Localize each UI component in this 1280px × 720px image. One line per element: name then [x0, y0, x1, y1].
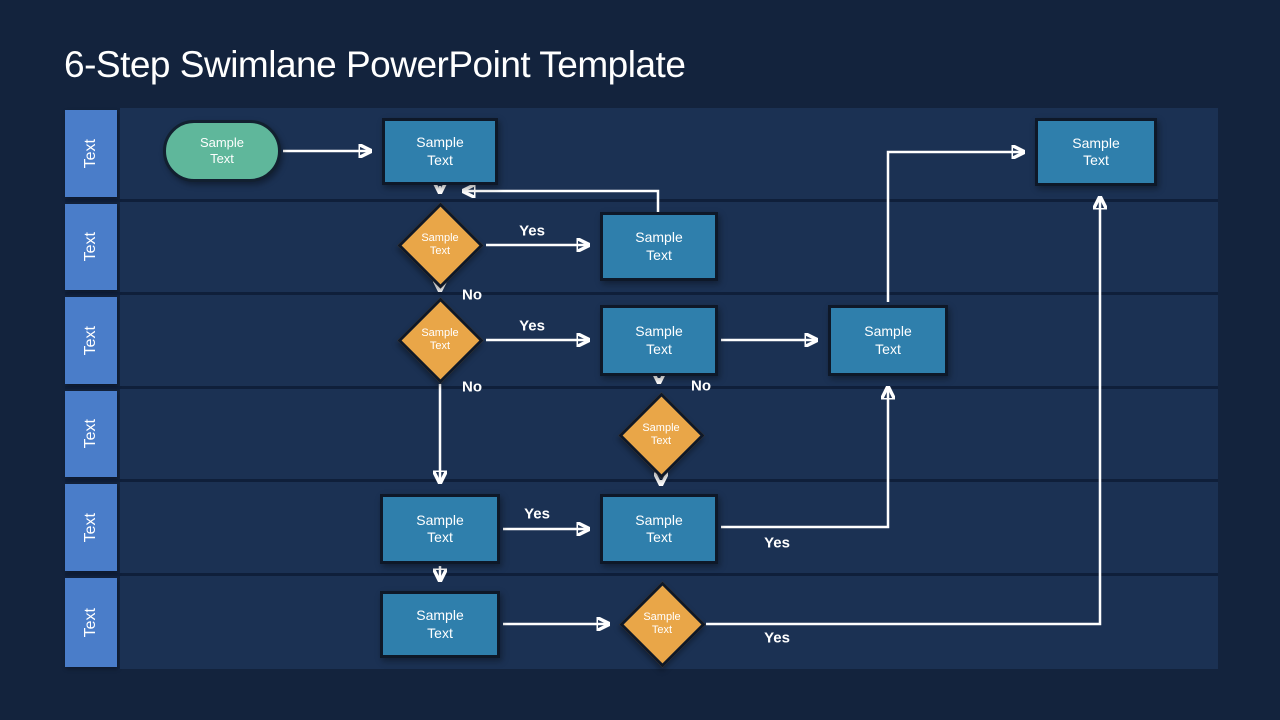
lane-2-label-text: Text	[82, 232, 99, 262]
process-step1: Sample Text	[382, 118, 498, 185]
edge-label-no-3: No	[691, 377, 711, 395]
terminator-start: Sample Text	[163, 120, 281, 182]
process-step4-label: Sample Text	[864, 323, 912, 357]
lane-4-label-text: Text	[82, 419, 99, 449]
decision1-diamond: Sample Text	[396, 201, 484, 289]
process-step2: Sample Text	[600, 212, 718, 281]
lane-6-label: Text	[65, 577, 117, 667]
lane-3-label: Text	[65, 297, 117, 384]
process-end: Sample Text	[1035, 118, 1157, 186]
lane-4-label: Text	[65, 390, 117, 477]
decision3-label: Sample Text	[642, 421, 680, 447]
edge-label-yes-1: Yes	[519, 222, 545, 240]
process-end-label: Sample Text	[1072, 134, 1120, 169]
process-step7-label: Sample Text	[416, 607, 464, 641]
edge-label-no-1: No	[462, 286, 482, 304]
process-step7: Sample Text	[380, 591, 500, 658]
decision4-label: Sample Text	[643, 610, 681, 636]
lane-6-label-text: Text	[82, 607, 99, 637]
page-title: 6-Step Swimlane PowerPoint Template	[64, 44, 686, 85]
lane-2-label: Text	[65, 203, 117, 290]
lane-5-label: Text	[65, 484, 117, 571]
process-step5-label: Sample Text	[416, 511, 464, 546]
lane-5-label-text: Text	[82, 512, 99, 542]
lane-1-label: Text	[65, 110, 117, 197]
process-step6: Sample Text	[600, 494, 718, 564]
decision3-diamond: Sample Text	[617, 391, 705, 479]
process-step3-label: Sample Text	[635, 323, 683, 357]
edge-label-yes-2: Yes	[519, 317, 545, 335]
process-step4: Sample Text	[828, 305, 948, 376]
edge-label-yes-3: Yes	[524, 505, 550, 523]
edge-label-yes-5: Yes	[764, 629, 790, 647]
lane-3-label-text: Text	[82, 325, 99, 355]
lane-1-label-text: Text	[82, 138, 99, 168]
terminator-start-label: Sample Text	[199, 134, 245, 166]
process-step2-label: Sample Text	[635, 229, 683, 263]
decision2-diamond: Sample Text	[396, 296, 484, 384]
decision4-diamond: Sample Text	[618, 580, 706, 668]
decision1-label: Sample Text	[421, 231, 459, 257]
process-step1-label: Sample Text	[416, 134, 464, 168]
process-step3: Sample Text	[600, 305, 718, 376]
decision2-label: Sample Text	[421, 326, 459, 352]
process-step6-label: Sample Text	[635, 511, 683, 546]
edge-label-no-2: No	[462, 378, 482, 396]
process-step5: Sample Text	[380, 494, 500, 564]
edge-label-yes-4: Yes	[764, 534, 790, 552]
